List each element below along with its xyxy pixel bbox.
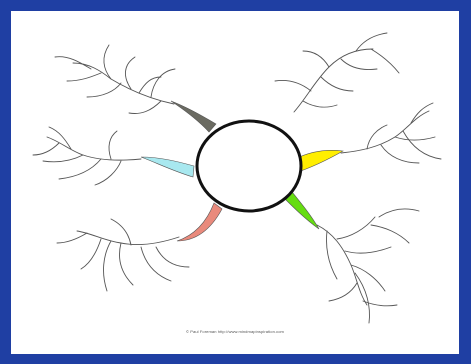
twig-top-left <box>87 83 121 97</box>
twig-left <box>49 127 71 149</box>
twig-bottom-right <box>379 209 419 217</box>
twig-bottom-right <box>326 231 337 279</box>
twig-bottom-left <box>156 247 189 267</box>
twig-bottom-left <box>141 247 171 281</box>
twig-left <box>43 155 83 162</box>
twig-left <box>109 131 117 159</box>
twig-top-right <box>275 80 311 91</box>
twig-top-right <box>303 101 337 107</box>
twig-top-left <box>104 45 111 79</box>
twig-top-left <box>129 101 161 114</box>
mind-map-diagram <box>11 11 459 354</box>
twig-bottom-right <box>371 225 409 243</box>
central-node <box>197 121 301 211</box>
twig-left <box>47 137 141 160</box>
twig-bottom-left <box>111 219 131 245</box>
twig-top-right <box>341 59 377 70</box>
mind-map-card: © Paul Foreman http://www.mindmapinspira… <box>11 11 459 354</box>
twig-top-left <box>125 57 135 89</box>
twig-top-left <box>151 69 175 97</box>
twig-left <box>33 143 59 155</box>
twig-top-right <box>303 51 329 67</box>
twig-right <box>411 103 433 123</box>
twig-bottom-right <box>345 247 391 253</box>
branch-bottom-left <box>177 203 222 241</box>
twig-right <box>381 145 419 163</box>
twig-bottom-left <box>77 231 179 245</box>
branch-left <box>141 157 194 177</box>
twig-left <box>95 161 121 185</box>
twig-top-left <box>73 63 174 104</box>
twig-bottom-right <box>329 283 357 301</box>
twig-top-right <box>356 33 387 51</box>
twig-right <box>395 137 435 140</box>
branch-top-left <box>171 101 216 132</box>
twig-left <box>59 159 101 179</box>
twig-bottom-left <box>104 241 111 291</box>
twig-right <box>341 111 429 153</box>
twig-top-left <box>67 73 101 81</box>
twig-bottom-right <box>355 273 369 323</box>
twig-top-right <box>321 77 353 91</box>
twig-bottom-right <box>337 217 375 239</box>
copyright-credit: © Paul Foreman http://www.mindmapinspira… <box>11 329 459 334</box>
twig-bottom-left <box>120 243 134 285</box>
twig-bottom-left <box>57 233 87 243</box>
twig-right <box>403 131 441 159</box>
twig-bottom-right <box>317 225 367 305</box>
twig-bottom-left <box>81 239 101 269</box>
